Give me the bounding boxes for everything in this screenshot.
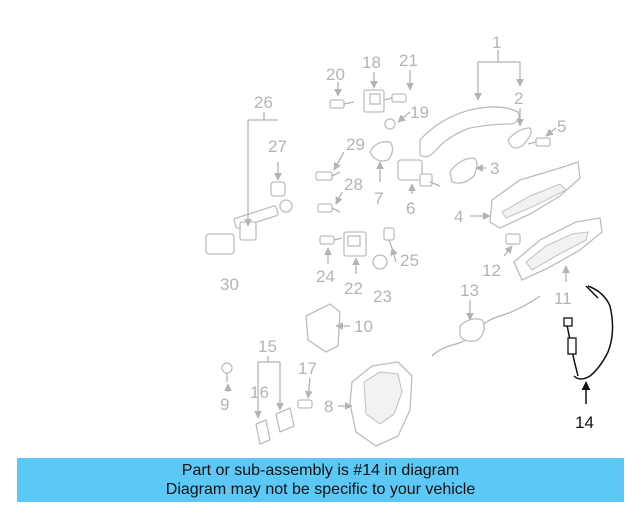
clip-12	[505, 233, 521, 245]
bolt-17	[297, 399, 313, 409]
callout-1: 1	[492, 33, 501, 52]
plate-16	[255, 419, 271, 445]
callout-11: 11	[554, 289, 572, 308]
lock-cylinder	[397, 159, 441, 187]
callout-18: 18	[362, 53, 381, 72]
gasket-7	[369, 141, 394, 162]
callout-23: 23	[373, 287, 392, 306]
banner-line-1: Part or sub-assembly is #14 in diagram	[181, 462, 460, 479]
callout-21: 21	[399, 51, 418, 70]
pad-27	[270, 181, 286, 197]
bolt-25	[383, 227, 395, 249]
callout-17: 17	[298, 359, 317, 378]
bracket-18	[363, 89, 385, 113]
parts-diagram: 1 2 3 4 5 6 7 8 9 10 11 12 13 14 15 16 1…	[205, 33, 614, 447]
callout-2: 2	[514, 89, 523, 108]
callout-7: 7	[374, 189, 383, 208]
bolt-29	[315, 171, 341, 181]
info-banner: Part or sub-assembly is #14 in diagram D…	[17, 458, 624, 502]
callout-30: 30	[220, 275, 239, 294]
callout-16: 16	[250, 383, 269, 402]
callout-27: 27	[268, 137, 287, 156]
outside-handle	[419, 106, 520, 158]
callout-15: 15	[258, 337, 277, 356]
bolt-21	[383, 93, 407, 103]
callout-4: 4	[454, 207, 463, 226]
callout-5: 5	[557, 117, 566, 136]
callout-13: 13	[460, 281, 479, 300]
bolt-20	[329, 99, 355, 109]
callout-29: 29	[346, 135, 365, 154]
callout-10: 10	[354, 317, 373, 336]
bolt-24	[319, 235, 343, 245]
callout-26: 26	[254, 93, 273, 112]
leader-lines	[224, 50, 591, 419]
bolt-28	[317, 203, 341, 213]
clip-9	[221, 362, 233, 382]
door-check	[205, 199, 293, 255]
callout-8: 8	[324, 397, 333, 416]
bracket-10	[305, 303, 341, 353]
callout-22: 22	[344, 279, 363, 298]
callout-28: 28	[344, 175, 363, 194]
cable-14	[563, 285, 614, 380]
callout-14: 14	[575, 413, 594, 432]
cable-13	[431, 295, 541, 357]
handle-bezel	[449, 157, 478, 184]
grommet-23	[372, 254, 388, 270]
callout-24: 24	[316, 267, 335, 286]
handle-cap	[507, 127, 532, 149]
callout-9: 9	[220, 395, 229, 414]
callout-20: 20	[326, 65, 345, 84]
banner-line-2: Diagram may not be specific to your vehi…	[165, 481, 476, 498]
callout-25: 25	[400, 251, 419, 270]
nut-19	[384, 118, 396, 130]
bracket-22	[343, 231, 367, 257]
screw-5	[527, 137, 551, 147]
callout-19: 19	[410, 103, 429, 122]
plate-17	[275, 407, 295, 433]
callout-3: 3	[490, 159, 499, 178]
callout-6: 6	[406, 199, 415, 218]
callout-12: 12	[482, 261, 501, 280]
